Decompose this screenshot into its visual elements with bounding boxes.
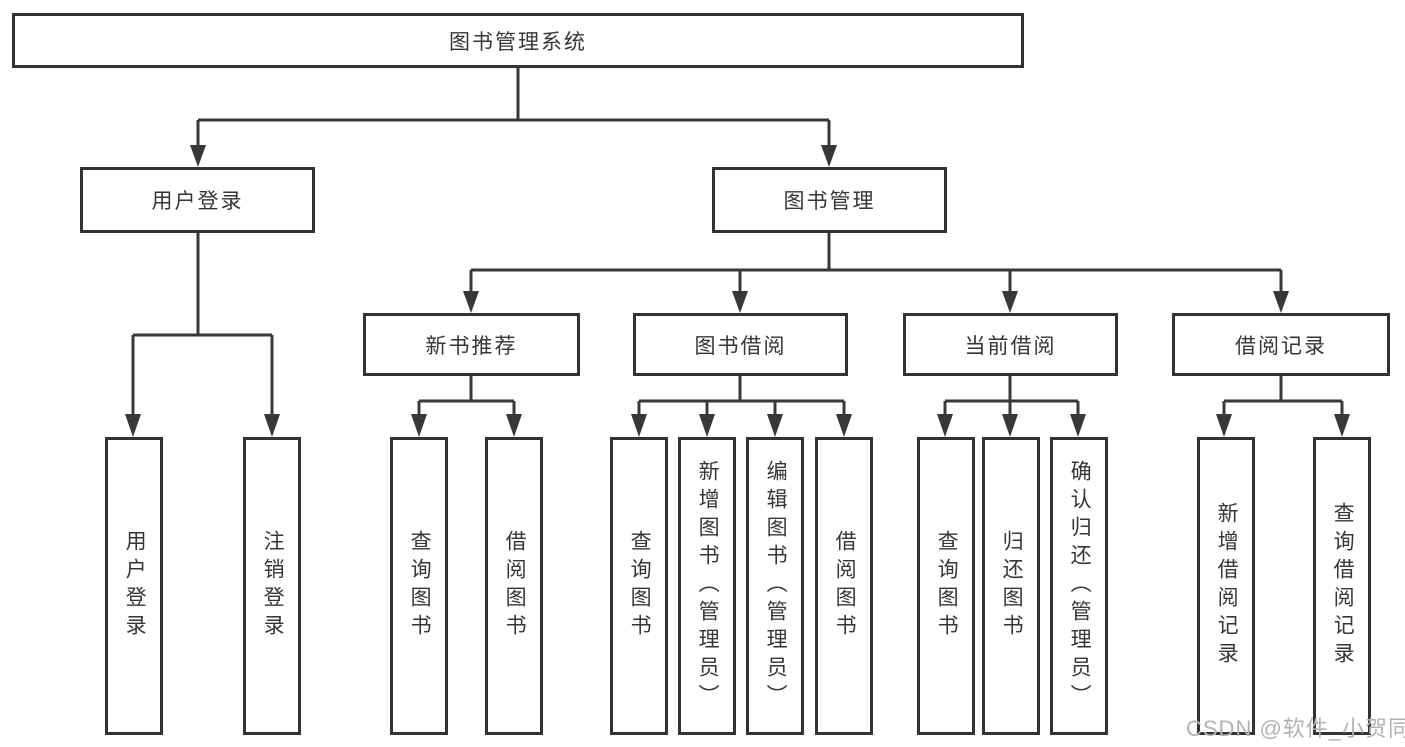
leaf-query-books-borrowing: 查询图书: [610, 437, 668, 735]
node-label: 确认归还（管理员）: [1068, 460, 1092, 712]
connector-root-to-level2: [196, 68, 831, 146]
leaf-borrow-books-recommend: 借阅图书: [485, 437, 543, 735]
node-label: 当前借阅: [964, 334, 1057, 358]
node-label: 借阅记录: [1235, 334, 1327, 358]
node-label: 归还图书: [1000, 530, 1024, 642]
leaf-confirm-return-admin: 确认归还（管理员）: [1050, 437, 1108, 735]
arrowhead-icon: [1216, 414, 1232, 437]
arrowhead-icon: [463, 291, 479, 313]
leaf-edit-book-admin: 编辑图书（管理员）: [746, 437, 804, 735]
leaf-add-borrow-record: 新增借阅记录: [1197, 437, 1255, 735]
arrowhead-icon: [1273, 291, 1289, 313]
leaf-query-books-recommend: 查询图书: [390, 437, 448, 735]
node-book-management: 图书管理: [712, 167, 947, 233]
node-label: 编辑图书（管理员）: [764, 460, 788, 712]
leaf-add-book-admin: 新增图书（管理员）: [678, 437, 736, 735]
node-library-management-system: 图书管理系统: [12, 13, 1024, 68]
node-label: 查询图书: [408, 530, 432, 642]
arrowhead-icon: [190, 145, 206, 167]
node-label: 图书借阅: [694, 334, 787, 358]
connector-book-borrowing-children: [637, 376, 846, 415]
arrowhead-icon: [767, 414, 783, 437]
node-current-borrowing: 当前借阅: [903, 313, 1118, 376]
leaf-logout: 注销登录: [243, 437, 301, 735]
arrowhead-icon: [125, 414, 141, 437]
node-user-login: 用户登录: [80, 167, 315, 233]
node-label: 借阅图书: [833, 530, 857, 642]
arrowheads: [125, 145, 1350, 437]
node-label: 注销登录: [261, 530, 285, 642]
connector-current-borrowing-children: [943, 376, 1080, 415]
arrowhead-icon: [506, 414, 522, 437]
connector-user-login-children: [131, 233, 274, 415]
leaf-borrow-books-borrowing: 借阅图书: [815, 437, 873, 735]
leaf-return-book: 归还图书: [982, 437, 1040, 735]
node-label: 图书管理: [783, 190, 876, 213]
node-borrowing-records: 借阅记录: [1172, 313, 1390, 376]
leaf-user-login: 用户登录: [105, 437, 163, 735]
node-new-book-recommendation: 新书推荐: [363, 313, 580, 376]
node-label: 用户登录: [123, 530, 147, 642]
arrowhead-icon: [821, 145, 837, 167]
arrowhead-icon: [631, 414, 647, 437]
node-label: 用户登录: [151, 190, 244, 213]
arrowhead-icon: [1002, 414, 1018, 437]
arrowhead-icon: [1070, 414, 1086, 437]
node-label: 新增借阅记录: [1215, 502, 1239, 670]
connector-borrowing-records-children: [1222, 376, 1344, 415]
node-label: 新书推荐: [425, 334, 518, 358]
connector-new-book-children: [417, 376, 516, 415]
node-book-borrowing: 图书借阅: [633, 313, 848, 376]
node-label: 新增图书（管理员）: [696, 460, 720, 712]
arrowhead-icon: [836, 414, 852, 437]
arrowhead-icon: [1334, 414, 1350, 437]
node-label: 图书管理系统: [449, 30, 587, 54]
node-label: 查询图书: [628, 530, 652, 642]
arrowhead-icon: [937, 414, 953, 437]
arrowhead-icon: [411, 414, 427, 437]
node-label: 查询借阅记录: [1331, 502, 1355, 670]
leaf-query-books-current: 查询图书: [917, 437, 975, 735]
connector-book-management-children: [469, 233, 1283, 292]
arrowhead-icon: [264, 414, 280, 437]
node-label: 借阅图书: [503, 530, 527, 642]
csdn-watermark: CSDN @软件_小贺同学: [1186, 716, 1405, 741]
leaf-query-borrow-record: 查询借阅记录: [1313, 437, 1371, 735]
arrowhead-icon: [732, 291, 748, 313]
arrowhead-icon: [699, 414, 715, 437]
arrowhead-icon: [1002, 291, 1018, 313]
node-label: 查询图书: [935, 530, 959, 642]
